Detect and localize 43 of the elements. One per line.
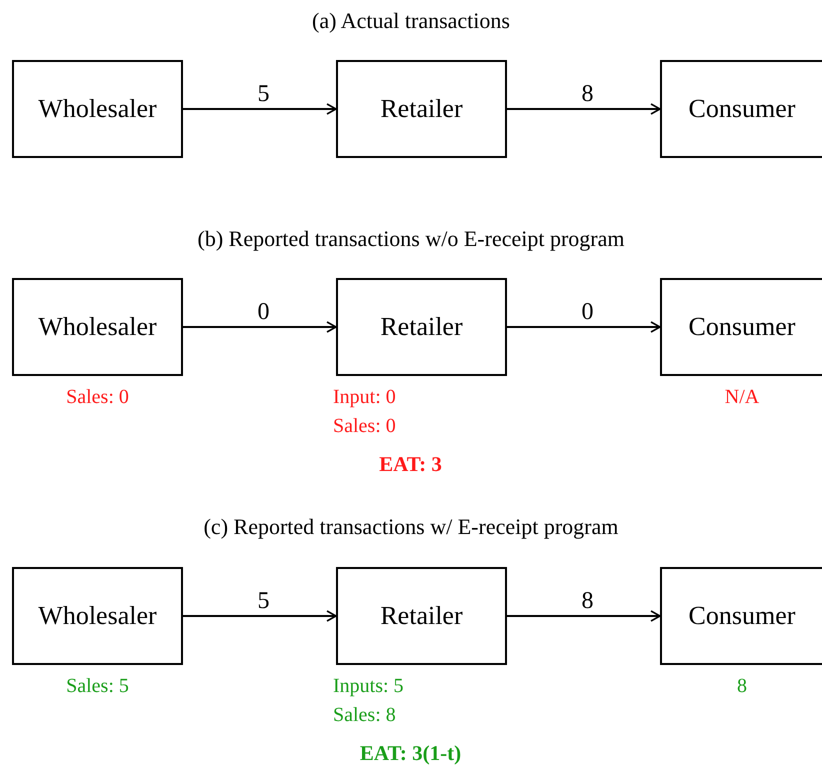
process-box — [12, 278, 183, 376]
annotation-text: EAT: 3(1-t) — [360, 741, 462, 765]
box-label: Retailer — [380, 312, 463, 342]
process-box — [336, 60, 507, 158]
panel-heading: (a) Actual transactions — [312, 8, 510, 34]
annotation-text: Inputs: 5 — [333, 675, 404, 698]
process-box — [336, 278, 507, 376]
box-label: Consumer — [688, 94, 796, 124]
process-box — [660, 278, 822, 376]
box-label: Consumer — [688, 601, 796, 631]
process-box — [336, 567, 507, 665]
annotation-text: Sales: 0 — [333, 415, 396, 438]
box-label: Wholesaler — [38, 312, 157, 342]
process-box — [660, 60, 822, 158]
annotation-text: 8 — [737, 675, 747, 698]
edge-label: 8 — [582, 588, 594, 615]
process-box — [12, 567, 183, 665]
arrow — [183, 610, 337, 622]
annotation-text: Sales: 0 — [66, 386, 129, 409]
box-label: Wholesaler — [38, 601, 157, 631]
edge-label: 5 — [258, 588, 270, 615]
annotation-text: Input: 0 — [333, 386, 396, 409]
annotation-text: Sales: 8 — [333, 704, 396, 727]
arrow — [507, 610, 661, 622]
box-label: Retailer — [380, 94, 463, 124]
arrow — [183, 103, 337, 115]
box-label: Consumer — [688, 312, 796, 342]
process-box — [12, 60, 183, 158]
arrow — [507, 103, 661, 115]
edge-label: 0 — [258, 299, 270, 326]
edge-label: 0 — [582, 299, 594, 326]
panel-heading: (b) Reported transactions w/o E-receipt program — [198, 226, 624, 252]
box-label: Wholesaler — [38, 94, 157, 124]
annotation-text: EAT: 3 — [379, 452, 442, 477]
annotation-text: N/A — [724, 386, 760, 409]
process-box — [660, 567, 822, 665]
edge-label: 5 — [258, 81, 270, 108]
arrow — [183, 321, 337, 333]
edge-label: 8 — [582, 81, 594, 108]
annotation-text: Sales: 5 — [66, 675, 129, 698]
arrow — [507, 321, 661, 333]
box-label: Retailer — [380, 601, 463, 631]
panel-heading: (c) Reported transactions w/ E-receipt program — [204, 514, 618, 540]
